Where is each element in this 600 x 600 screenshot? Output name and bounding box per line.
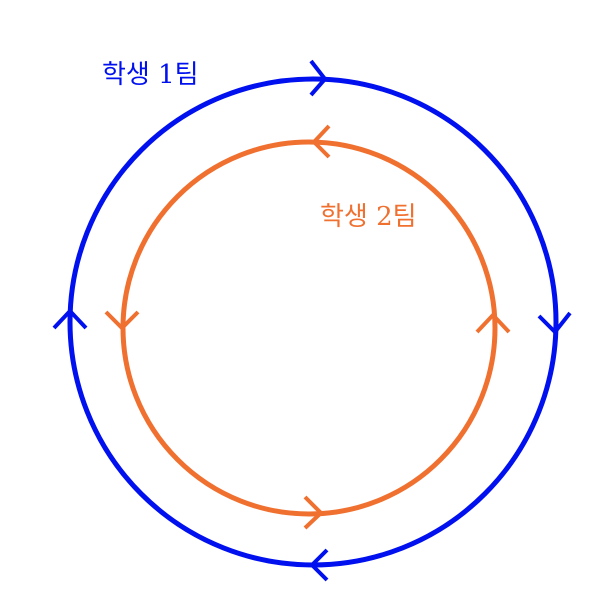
outer-track-group — [52, 59, 572, 582]
inner-arrow-left — [104, 310, 140, 331]
outer-arrow-top — [309, 59, 328, 97]
outer-arrow-left — [52, 308, 88, 330]
inner-arrow-top — [311, 124, 331, 159]
team-2-label: 학생 2팀 — [320, 202, 417, 232]
inner-arrow-right — [475, 312, 511, 334]
inner-track-group — [104, 124, 511, 530]
outer-track-circle — [67, 76, 559, 568]
inner-track-circle — [120, 139, 498, 517]
outer-arrow-right — [537, 311, 572, 336]
team-1-label: 학생 1팀 — [102, 60, 199, 90]
outer-arrow-bottom — [309, 548, 329, 582]
inner-arrow-bottom — [303, 495, 324, 530]
